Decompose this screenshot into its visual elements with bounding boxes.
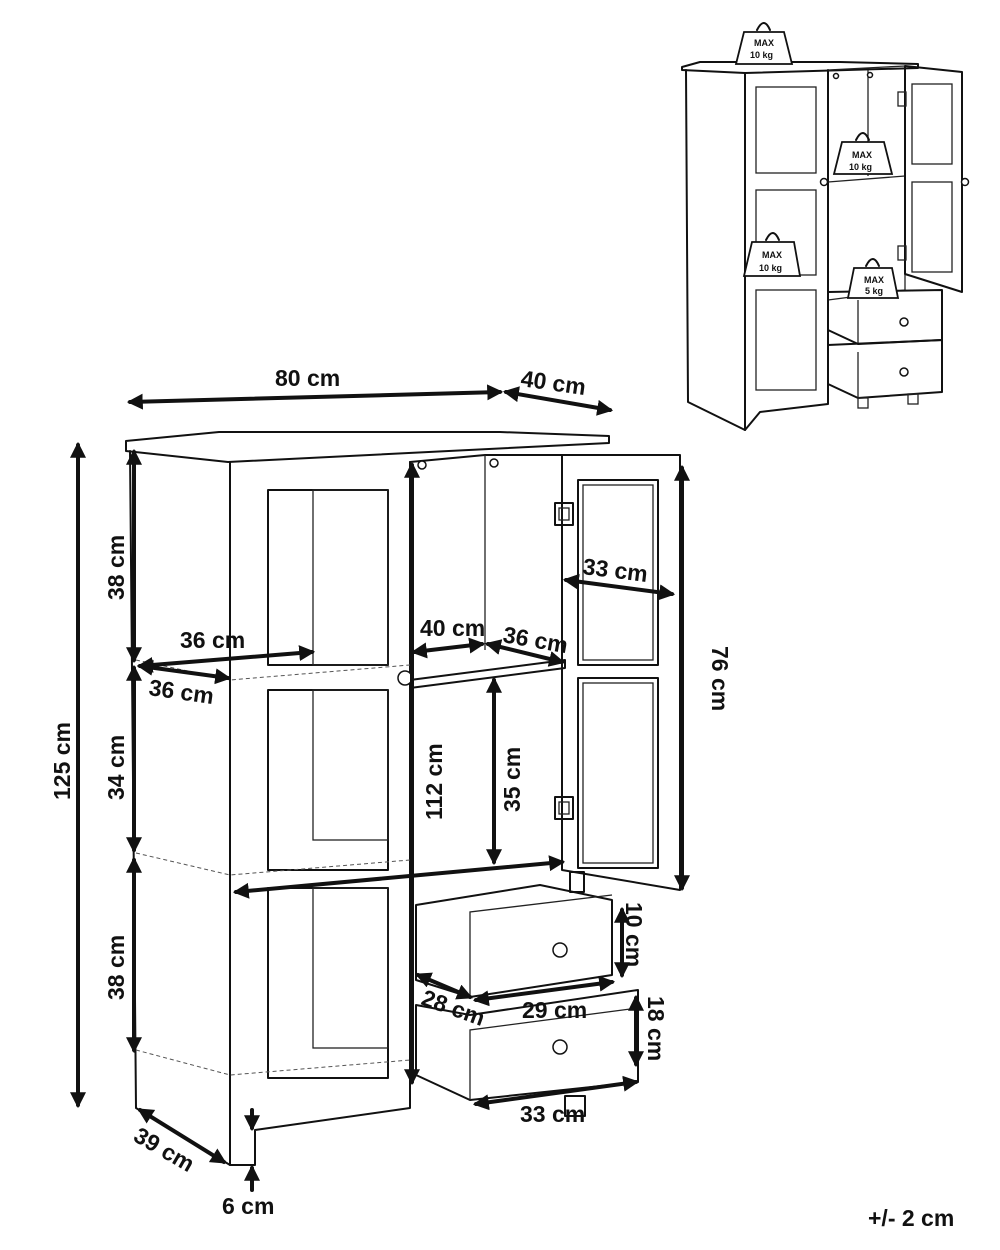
label-lower-section: 38 cm (103, 935, 129, 1000)
weight-icon: MAX 10 kg (734, 22, 794, 65)
label-side-depth: 39 cm (130, 1122, 199, 1177)
label-lower-drawer-height: 18 cm (643, 996, 669, 1061)
interior-back (409, 454, 566, 463)
cabinet-left-side (129, 450, 231, 1166)
label-right-compartment: 35 cm (499, 747, 525, 812)
dimension-lines (70, 384, 690, 1192)
knob-icon (397, 670, 413, 686)
svg-text:MAX: MAX (852, 150, 872, 160)
svg-text:MAX: MAX (754, 38, 774, 48)
weight-icon: MAX 10 kg (742, 232, 802, 277)
label-leg-height: 6 cm (222, 1193, 274, 1219)
right-door (561, 454, 681, 891)
label-upper-drawer-height: 10 cm (621, 902, 647, 967)
label-middle-shelf-width: 40 cm (420, 615, 485, 641)
cabinet-top (125, 431, 610, 463)
weight-icon: MAX 5 kg (846, 258, 900, 299)
knob-icon (552, 1039, 568, 1055)
label-middle-section: 34 cm (103, 735, 129, 800)
svg-text:10 kg: 10 kg (849, 162, 872, 172)
middle-shelf (409, 659, 566, 689)
left-door-pane-bottom (267, 887, 389, 1079)
label-upper-drawer-width: 29 cm (522, 997, 587, 1023)
left-door-pane-middle (267, 689, 389, 871)
label-door-height: 76 cm (707, 646, 733, 711)
svg-text:10 kg: 10 kg (750, 50, 773, 60)
tolerance-note: +/- 2 cm (868, 1205, 954, 1231)
label-left-shelf-depth: 36 cm (147, 674, 215, 709)
svg-text:MAX: MAX (762, 250, 782, 260)
svg-text:MAX: MAX (864, 275, 884, 285)
cabinet-front-frame (229, 461, 411, 1166)
svg-text:5 kg: 5 kg (865, 286, 883, 296)
left-door-pane-top (267, 489, 389, 666)
upper-drawer (415, 884, 613, 998)
label-height-total: 125 cm (49, 722, 75, 800)
perspective-view (681, 61, 970, 431)
hinge-icon (554, 502, 574, 526)
hinge-icon (554, 796, 574, 820)
label-lower-drawer-width: 33 cm (520, 1101, 585, 1127)
knob-icon (552, 942, 568, 958)
svg-text:10 kg: 10 kg (759, 263, 782, 273)
label-upper-section: 38 cm (103, 535, 129, 600)
label-right-shelf-width: 36 cm (501, 621, 570, 658)
label-inner-height: 112 cm (421, 743, 447, 820)
weight-icon: MAX 10 kg (832, 132, 894, 175)
label-left-shelf-width: 36 cm (180, 627, 245, 653)
main-cabinet (125, 431, 681, 1166)
label-width: 80 cm (275, 365, 340, 391)
